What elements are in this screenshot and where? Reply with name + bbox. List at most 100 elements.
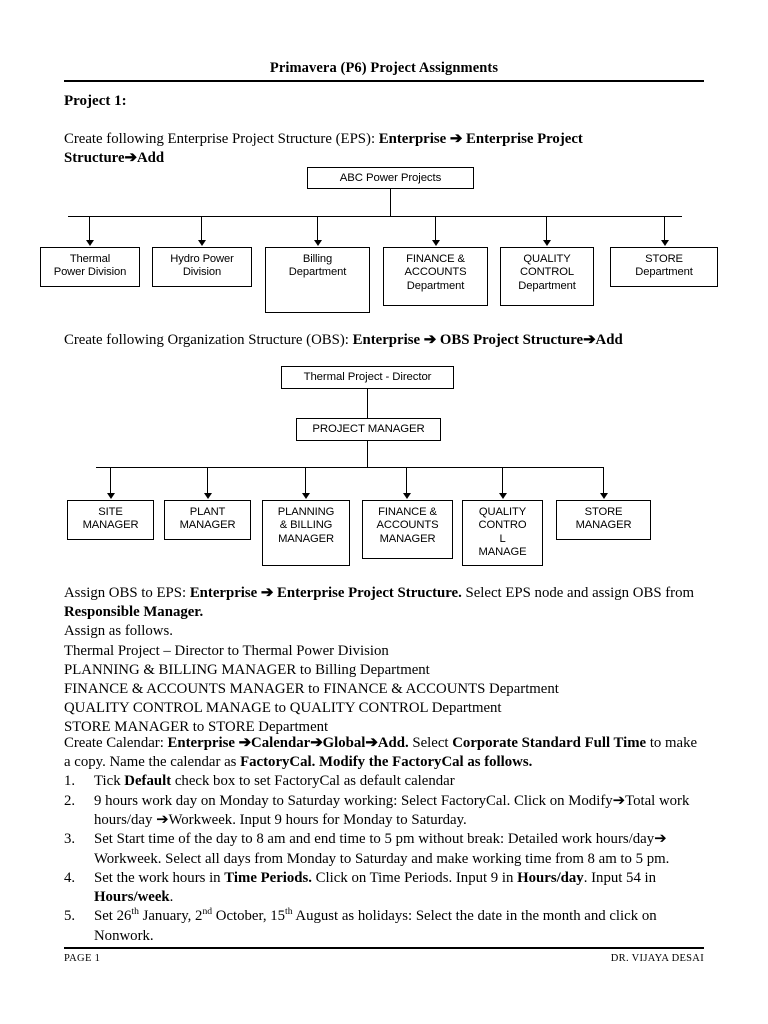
obs-arrow-icon-3: [302, 493, 310, 499]
obs-arrow-icon-2: [204, 493, 212, 499]
cal-plain-3: to make a copy. Name the calendar as: [64, 735, 698, 771]
obs-intro-bold-enterprise: Enterprise: [352, 332, 424, 348]
eps-drop-line-6: [664, 216, 666, 242]
eps-node-billing-department: Billing Department: [265, 247, 370, 313]
document-header-title: Primavera (P6) Project Assignments: [269, 60, 499, 76]
assign-line-7: STORE MANAGER to STORE Department: [64, 719, 329, 736]
footer-page-number: PAGE 1: [64, 953, 101, 964]
step4-bold-hours-day: Hours/day: [517, 869, 584, 886]
step1-bold-default: Default: [124, 773, 172, 790]
eps-node-thermal-power-division: Thermal Power Division: [40, 247, 140, 287]
eps-intro-bold-enterprise: Enterprise: [378, 131, 450, 147]
obs-arrow-icon-5: [499, 493, 507, 499]
eps-drop-line-3: [317, 216, 319, 242]
eps-intro-plain: Create following Enterprise Project Stru…: [64, 131, 379, 147]
eps-instruction-paragraph: Create following Enterprise Project Stru…: [64, 130, 684, 168]
assign-line-3: Thermal Project – Director to Thermal Po…: [64, 642, 389, 659]
obs-drop-line-2: [207, 467, 209, 495]
step4-plain-2: Click on Time Periods. Input 9 in: [311, 869, 518, 886]
assign-line-2: Assign as follows.: [64, 623, 173, 640]
cal-bold-factorycal: FactoryCal. Modify the FactoryCal as fol…: [240, 754, 533, 771]
obs-node-quality-control-manage: QUALITY CONTRO L MANAGE: [462, 500, 543, 566]
obs-arrow-icon-4: [403, 493, 411, 499]
list-item: Set the work hours in Time Periods. Clic…: [64, 869, 704, 908]
step5-plain-3: October, 15: [212, 908, 286, 925]
cal-bold-enterprise: Enterprise: [167, 735, 239, 751]
eps-intro-bold-add: Add: [136, 150, 165, 167]
assign-obs-instructions: Assign OBS to EPS: Enterprise ➔ Enterpri…: [64, 584, 699, 738]
obs-drop-line-5: [502, 467, 504, 495]
obs-link-pm-to-bus: [367, 441, 369, 468]
arrow-icon: ➔: [612, 792, 626, 809]
step3-plain-1: Set Start time of the day to 8 am and en…: [94, 831, 655, 848]
eps-drop-line-2: [201, 216, 203, 242]
obs-node-plant-manager: PLANT MANAGER: [164, 500, 251, 540]
step5-sup-1: th: [131, 906, 139, 918]
obs-intro-plain: Create following Organization Structure …: [64, 332, 353, 348]
arrow-icon: ➔: [310, 735, 323, 751]
obs-drop-line-3: [305, 467, 307, 495]
arrow-icon: ➔: [124, 150, 137, 167]
eps-arrow-icon-4: [432, 240, 440, 246]
obs-node-finance-accounts-manager: FINANCE & ACCOUNTS MANAGER: [362, 500, 453, 559]
cal-bold-add: Add.: [377, 735, 409, 751]
step1-plain-1: Tick: [94, 773, 125, 790]
assign-plain-1: Assign OBS to EPS:: [64, 585, 190, 601]
eps-node-quality-control-department: QUALITY CONTROL Department: [500, 247, 594, 306]
assign-line-4: PLANNING & BILLING MANAGER to Billing De…: [64, 661, 430, 678]
calendar-intro-paragraph: Create Calendar: Enterprise ➔Calendar➔Gl…: [64, 734, 704, 772]
assign-line-5: FINANCE & ACCOUNTS MANAGER to FINANCE & …: [64, 681, 559, 698]
calendar-steps-list: Tick Default check box to set FactoryCal…: [64, 772, 704, 946]
step5-sup-3: th: [285, 906, 293, 918]
eps-arrow-icon-5: [543, 240, 551, 246]
list-item: 9 hours work day on Monday to Saturday w…: [64, 792, 704, 831]
eps-node-hydro-power-division: Hydro Power Division: [152, 247, 252, 287]
header-divider: [64, 80, 704, 82]
obs-arrow-icon-6: [600, 493, 608, 499]
cal-plain-2: Select: [408, 735, 453, 751]
obs-bus-line: [96, 467, 604, 469]
step5-plain-4: August as holidays: Select the date in t…: [94, 908, 657, 944]
cal-bold-global: Global: [322, 735, 366, 751]
cal-plain-1: Create Calendar:: [64, 735, 168, 751]
assign-line-6: QUALITY CONTROL MANAGE to QUALITY CONTRO…: [64, 700, 502, 717]
eps-bus-line: [68, 216, 682, 218]
step3-plain-2: Workweek. Select all days from Monday to…: [94, 850, 670, 867]
eps-drop-line-5: [546, 216, 548, 242]
eps-trunk-line: [390, 189, 392, 217]
obs-node-site-manager: SITE MANAGER: [67, 500, 154, 540]
step1-plain-2: check box to set FactoryCal as default c…: [171, 773, 455, 790]
eps-drop-line-1: [89, 216, 91, 242]
obs-link-root-to-pm: [367, 389, 369, 418]
footer-author: DR. VIJAYA DESAI: [610, 953, 704, 964]
eps-drop-line-4: [435, 216, 437, 242]
arrow-icon: ➔: [449, 131, 463, 147]
obs-drop-line-1: [110, 467, 112, 495]
list-item: Set Start time of the day to 8 am and en…: [64, 830, 704, 869]
assign-bold-structure: Enterprise Project Structure.: [273, 585, 462, 601]
assign-bold-enterprise: Enterprise: [189, 585, 261, 601]
eps-intro-bold-structure: Enterprise Project Structure: [64, 131, 583, 167]
step4-plain-3: . Input 54 in: [583, 869, 657, 886]
eps-node-root: ABC Power Projects: [307, 167, 474, 189]
cal-bold-calendar: Calendar: [251, 735, 311, 751]
obs-drop-line-4: [406, 467, 408, 495]
arrow-icon: ➔: [423, 332, 437, 348]
obs-node-thermal-project-director: Thermal Project - Director: [281, 366, 454, 389]
arrow-icon: ➔: [583, 332, 596, 348]
step5-sup-2: nd: [202, 906, 213, 918]
step4-bold-time-periods: Time Periods.: [224, 869, 312, 886]
eps-arrow-icon-3: [314, 240, 322, 246]
obs-node-planning-billing-manager: PLANNING & BILLING MANAGER: [262, 500, 350, 566]
assign-line-1: Assign OBS to EPS: Enterprise ➔ Enterpri…: [64, 585, 694, 620]
arrow-icon: ➔: [260, 585, 274, 601]
obs-node-store-manager: STORE MANAGER: [556, 500, 651, 540]
eps-node-store-department: STORE Department: [610, 247, 718, 287]
assign-plain-2: Select EPS node and assign OBS from: [461, 585, 695, 601]
footer-divider: [64, 947, 704, 949]
step2-plain-1: 9 hours work day on Monday to Saturday w…: [94, 792, 613, 809]
step5-plain-1: Set 26: [94, 908, 132, 925]
